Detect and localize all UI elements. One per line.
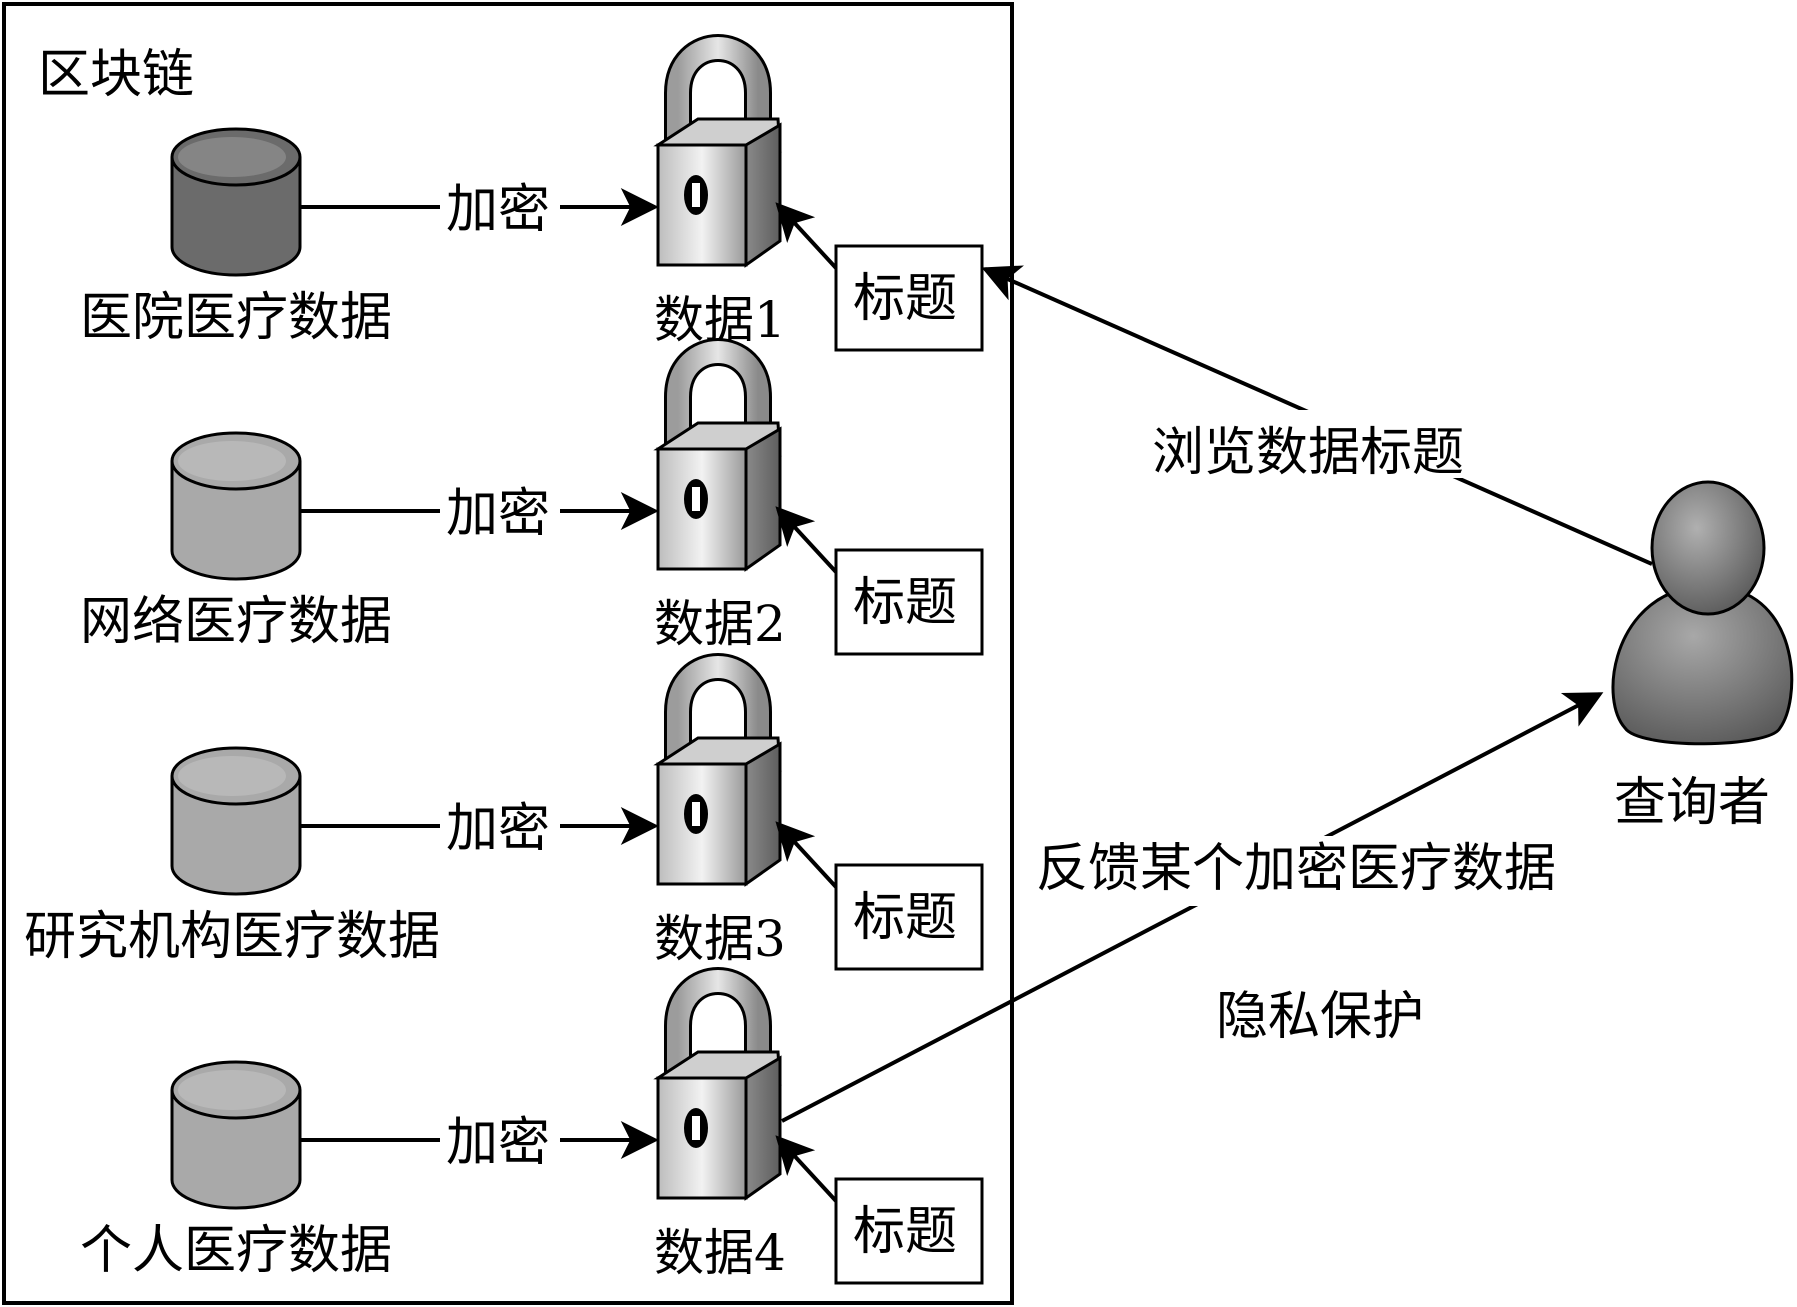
data-block-label: 数据2 <box>654 595 786 653</box>
padlock-icon <box>653 34 782 268</box>
tag-to-lock-arrow <box>775 1135 838 1203</box>
encrypt-label-bg <box>440 786 560 856</box>
source-label: 研究机构医疗数据 <box>24 907 440 967</box>
source-label: 医院医疗数据 <box>80 288 392 348</box>
feedback-arrow <box>781 692 1604 1123</box>
database-icon <box>170 1060 302 1210</box>
encrypt-label-bg <box>440 167 560 237</box>
privacy-protection-label: 隐私保护 <box>1216 987 1424 1047</box>
blockchain-title: 区块链 <box>38 45 194 105</box>
source-label: 个人医疗数据 <box>80 1221 392 1281</box>
tag-to-lock-arrow <box>775 506 838 574</box>
encrypt-label: 加密 <box>446 1113 550 1173</box>
title-tag-label: 标题 <box>853 573 957 633</box>
title-tag-label: 标题 <box>853 1202 957 1262</box>
title-tag-box <box>834 548 984 656</box>
title-tag-box <box>834 244 984 352</box>
tag-to-lock-arrow <box>775 202 838 270</box>
encrypt-label-bg <box>440 471 560 541</box>
encrypt-label: 加密 <box>446 180 550 240</box>
querier-person-icon <box>1611 480 1794 746</box>
encrypt-label: 加密 <box>446 799 550 859</box>
tag-to-lock-arrow <box>775 821 838 889</box>
data-block-label: 数据4 <box>654 1224 786 1282</box>
padlock-icon <box>653 338 782 572</box>
title-tag-label: 标题 <box>853 269 957 329</box>
browse-titles-label: 浏览数据标题 <box>1152 423 1464 483</box>
database-icon <box>170 431 302 581</box>
browse-label-bg <box>1145 410 1525 478</box>
database-icon <box>170 746 302 896</box>
querier-label: 查询者 <box>1614 773 1770 833</box>
data-block-label: 数据3 <box>654 910 786 968</box>
blockchain-frame <box>2 2 1014 1305</box>
source-label: 网络医疗数据 <box>80 592 392 652</box>
encrypt-label-bg <box>440 1100 560 1170</box>
padlock-icon <box>653 967 782 1201</box>
title-tag-label: 标题 <box>853 888 957 948</box>
feedback-label-bg <box>1036 836 1640 906</box>
encrypt-label: 加密 <box>446 484 550 544</box>
title-tag-box <box>834 863 984 971</box>
title-tag-box <box>834 1177 984 1285</box>
database-icon <box>170 127 302 277</box>
feedback-label: 反馈某个加密医疗数据 <box>1036 839 1556 899</box>
padlock-icon <box>653 653 782 887</box>
